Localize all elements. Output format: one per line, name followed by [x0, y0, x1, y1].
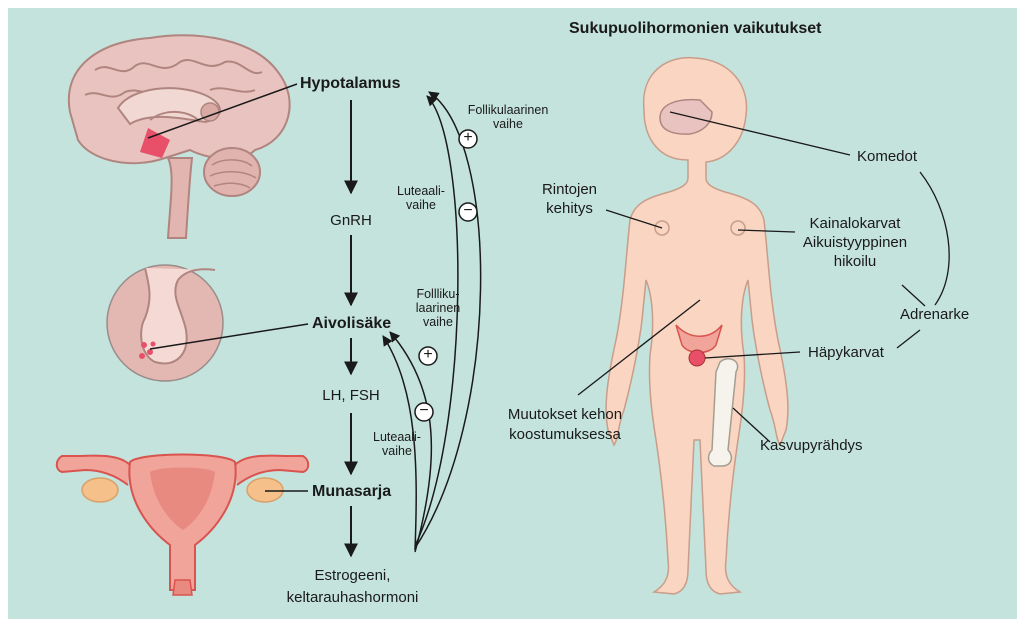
plus-symbol: + — [419, 346, 437, 363]
pubic-hair-label: Häpykarvat — [808, 344, 884, 361]
figure-title: Sukupuolihormonien vaikutukset — [569, 20, 821, 37]
minus-symbol: − — [459, 202, 477, 219]
body-figure — [606, 58, 788, 594]
plus-symbol: + — [459, 129, 477, 146]
lh-fsh-label: LH, FSH — [306, 387, 396, 404]
breast-development-label: Rintojen kehitys — [527, 180, 612, 218]
follicular-phase-top-label: Follikulaarinen vaihe — [458, 103, 558, 131]
follicular-phase-mid-label: Follliku- laarinen vaihe — [408, 287, 468, 329]
luteal-phase-mid-label: Luteaali- vaihe — [365, 430, 429, 458]
body-composition-label: Muutokset kehon koostumuksessa — [495, 405, 635, 445]
pituitary-illustration — [107, 265, 223, 381]
gnrh-label: GnRH — [316, 212, 386, 229]
minus-symbol: − — [415, 402, 433, 419]
hypothalamus-label: Hypotalamus — [300, 75, 400, 92]
comedones-label: Komedot — [857, 148, 917, 165]
pituitary-label: Aivolisäke — [312, 315, 391, 332]
luteal-phase-top-label: Luteaali- vaihe — [389, 184, 453, 212]
adrenarche-label: Adrenarke — [900, 306, 969, 323]
growth-spurt-label: Kasvupyrähdys — [760, 437, 863, 454]
axillary-label: Kainalokarvat Aikuistyyppinen hikoilu — [790, 214, 920, 271]
ovary-label: Munasarja — [312, 483, 391, 500]
brain-illustration — [69, 35, 290, 238]
hormones-label: Estrogeeni, keltarauhashormoni — [270, 565, 435, 609]
